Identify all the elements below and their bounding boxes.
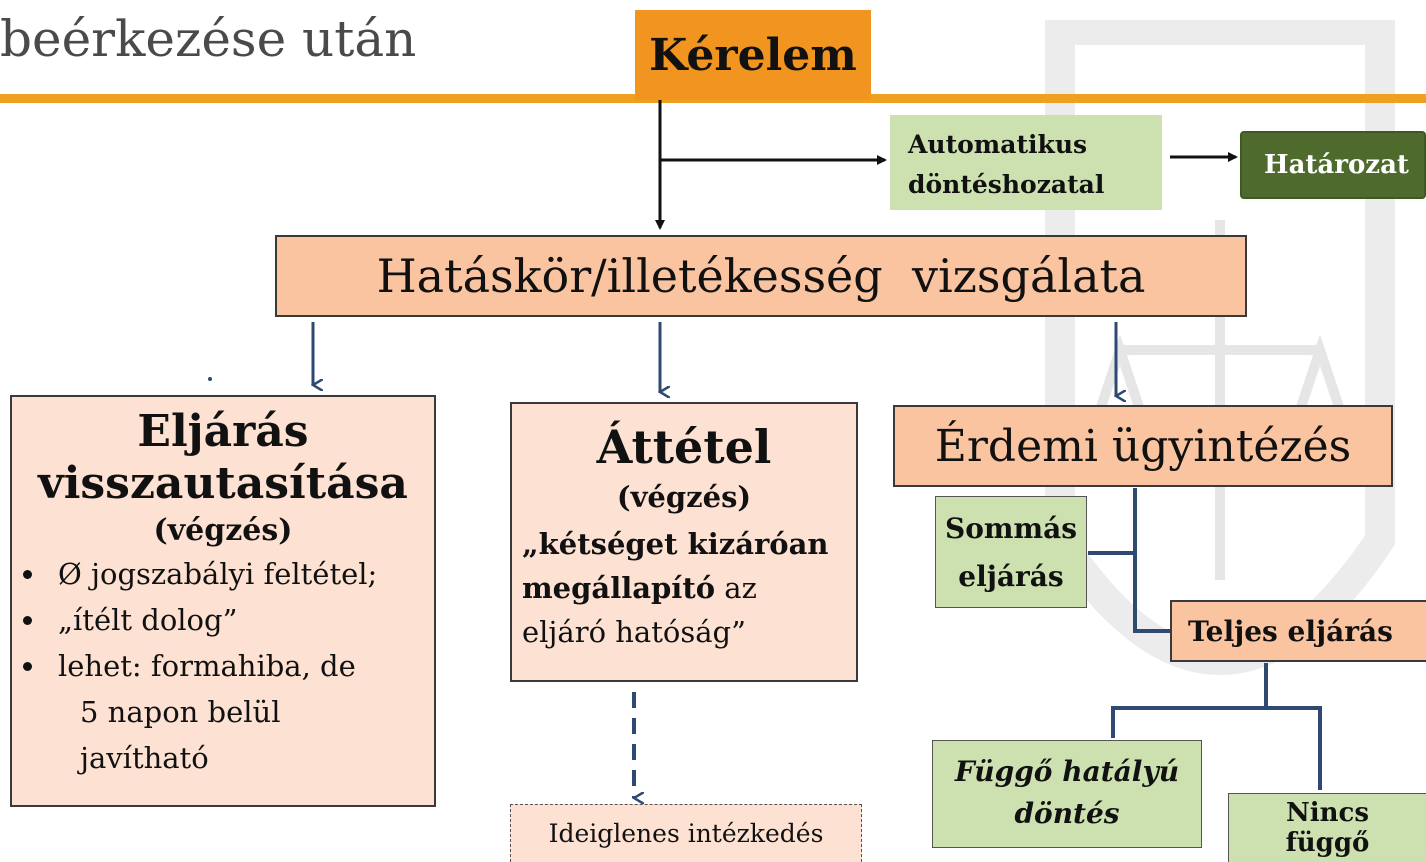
node-hatarozat: Határozat	[1240, 131, 1426, 199]
node-attetel-line3: eljáró hatóság”	[522, 615, 746, 649]
node-erdemi: Érdemi ügyintézés	[893, 405, 1393, 487]
node-hatarozat-label: Határozat	[1264, 150, 1409, 180]
bracket-teljes-right	[1266, 706, 1322, 790]
node-attetel-line2-rest: az	[715, 571, 757, 605]
node-eljaras-sub: (végzés)	[153, 513, 293, 548]
node-sommas-line2: eljárás	[958, 560, 1064, 593]
node-erdemi-label: Érdemi ügyintézés	[934, 420, 1352, 472]
node-eljaras-cont1: 5 napon belül	[80, 695, 281, 729]
node-automatikus-line2: döntéshozatal	[908, 170, 1105, 199]
node-attetel: Áttétel (végzés) „kétséget kizáróan megá…	[510, 402, 858, 682]
node-eljaras-title1: Eljárás	[137, 406, 309, 457]
eljaras-bullet-3: lehet: formahiba, de	[48, 643, 434, 689]
node-fuggo: Függő hatályú döntés	[932, 740, 1202, 848]
eljaras-bullet-2: „ítélt dolog”	[48, 597, 434, 643]
node-eljaras: Eljárás visszautasítása (végzés) Ø jogsz…	[10, 395, 436, 807]
node-attetel-line2-bold: megállapító	[522, 571, 716, 605]
node-kerelem: Kérelem	[635, 10, 871, 100]
node-eljaras-bullets: Ø jogszabályi feltétel; „ítélt dolog” le…	[26, 551, 434, 689]
node-ideiglenes: Ideiglenes intézkedés	[510, 804, 862, 862]
node-attetel-line1: „kétséget kizáróan	[522, 527, 829, 561]
node-hataskor-label: Hatáskör/illetékesség vizsgálata	[376, 249, 1146, 303]
node-ideiglenes-label: Ideiglenes intézkedés	[548, 819, 824, 848]
node-kerelem-label: Kérelem	[649, 29, 857, 81]
node-hataskor: Hatáskör/illetékesség vizsgálata	[275, 235, 1247, 317]
bracket-teljes	[1111, 663, 1268, 738]
node-sommas-line1: Sommás	[944, 512, 1078, 545]
node-nincs: Nincs függő	[1228, 793, 1426, 862]
node-attetel-sub: (végzés)	[616, 480, 752, 514]
node-automatikus: Automatikus döntéshozatal	[890, 115, 1162, 210]
page-title: beérkezése után	[0, 10, 417, 68]
node-attetel-title: Áttétel	[596, 420, 772, 474]
node-nincs-line2: függő	[1285, 828, 1370, 858]
bracket-erdemi	[1133, 488, 1172, 633]
node-eljaras-title2: visszautasítása	[38, 458, 408, 509]
node-automatikus-line1: Automatikus	[908, 130, 1088, 159]
node-teljes: Teljes eljárás	[1170, 600, 1426, 662]
node-attetel-line2: megállapító az	[512, 566, 856, 610]
node-nincs-line1: Nincs	[1285, 798, 1369, 828]
node-fuggo-line2: döntés	[1014, 797, 1120, 830]
node-sommas: Sommás eljárás	[935, 496, 1087, 608]
node-teljes-label: Teljes eljárás	[1188, 614, 1393, 648]
node-eljaras-cont2: javítható	[80, 741, 209, 775]
stray-dot	[208, 377, 212, 381]
node-fuggo-line1: Függő hatályú	[954, 755, 1180, 788]
eljaras-bullet-1: Ø jogszabályi feltétel;	[48, 551, 434, 597]
